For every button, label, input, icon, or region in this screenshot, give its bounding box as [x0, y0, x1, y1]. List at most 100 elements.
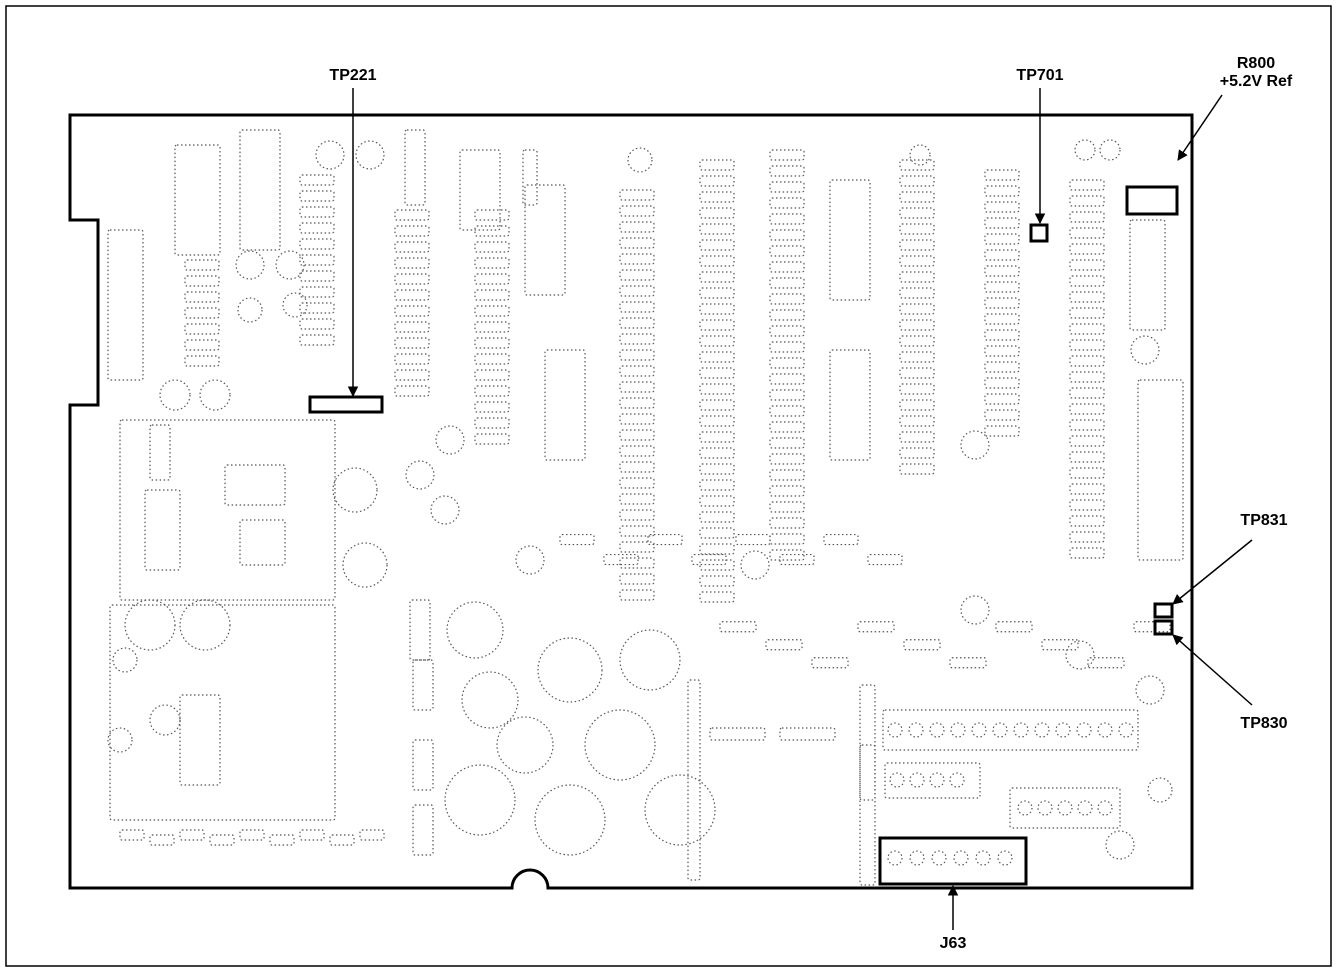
resistor-footprint: [119, 829, 145, 841]
resistor-footprint: [619, 493, 655, 505]
resistor-footprint: [394, 289, 430, 301]
resistor-footprint: [984, 169, 1020, 181]
resistor-footprint: [1069, 403, 1105, 415]
resistor-footprint: [699, 447, 735, 459]
resistor-footprint: [984, 217, 1020, 229]
pin-strip-footprint: [409, 599, 431, 661]
resistor-footprint: [769, 277, 805, 289]
resistor-footprint: [769, 469, 805, 481]
resistor-footprint: [1069, 419, 1105, 431]
resistor-footprint: [474, 273, 510, 285]
capacitor-footprint: [461, 671, 519, 729]
connector-pin: [971, 722, 987, 738]
resistor-footprint: [699, 319, 735, 331]
resistor-footprint: [984, 329, 1020, 341]
resistor-footprint: [769, 357, 805, 369]
resistor-footprint: [619, 589, 655, 601]
resistor-footprint: [769, 341, 805, 353]
resistor-footprint: [184, 259, 220, 271]
resistor-footprint: [603, 553, 639, 566]
resistor-footprint: [619, 445, 655, 457]
resistor-footprint: [699, 351, 735, 363]
resistor-footprint: [984, 265, 1020, 277]
capacitor-footprint: [149, 704, 181, 736]
resistor-footprint: [984, 425, 1020, 437]
resistor-footprint: [699, 559, 735, 571]
resistor-footprint: [769, 421, 805, 433]
resistor-footprint: [867, 553, 903, 566]
resistor-footprint: [619, 317, 655, 329]
resistor-footprint: [394, 369, 430, 381]
connector-footprint: [884, 762, 981, 799]
resistor-footprint: [184, 355, 220, 367]
capacitor-footprint: [644, 774, 716, 846]
connector-footprint: [882, 709, 1139, 751]
resistor-footprint: [394, 209, 430, 221]
capacitor-footprint: [179, 599, 231, 651]
ic-footprint: [829, 179, 871, 301]
tp830-box: [1153, 619, 1174, 636]
resistor-footprint: [1069, 371, 1105, 383]
resistor-footprint: [619, 397, 655, 409]
resistor-footprint: [699, 335, 735, 347]
resistor-footprint: [984, 345, 1020, 357]
connector-pin: [1055, 722, 1071, 738]
resistor-footprint: [1069, 435, 1105, 447]
resistor-footprint: [699, 479, 735, 491]
pin-strip-footprint: [859, 684, 876, 801]
resistor-footprint: [1069, 515, 1105, 527]
resistor-footprint: [394, 225, 430, 237]
resistor-footprint: [474, 241, 510, 253]
resistor-footprint: [299, 829, 325, 841]
resistor-footprint: [474, 433, 510, 445]
resistor-footprint: [899, 255, 935, 267]
resistor-footprint: [619, 333, 655, 345]
connector-pin: [953, 850, 969, 866]
pin-strip-footprint: [412, 659, 434, 711]
tp701-box: [1029, 223, 1049, 243]
resistor-footprint: [619, 557, 655, 569]
small-component-footprint: [430, 495, 460, 525]
capacitor-footprint: [342, 542, 388, 588]
small-component-footprint: [315, 140, 345, 170]
resistor-footprint: [394, 257, 430, 269]
small-component-footprint: [435, 425, 465, 455]
resistor-footprint: [899, 431, 935, 443]
resistor-footprint: [823, 533, 859, 546]
connector-pin: [1013, 722, 1029, 738]
capacitor-footprint: [124, 599, 176, 651]
resistor-footprint: [1069, 467, 1105, 479]
ic-footprint: [107, 229, 144, 381]
resistor-footprint: [184, 339, 220, 351]
small-component-footprint: [1099, 139, 1121, 161]
resistor-footprint: [699, 383, 735, 395]
resistor-footprint: [269, 834, 295, 846]
resistor-footprint: [699, 271, 735, 283]
resistor-footprint: [769, 261, 805, 273]
resistor-footprint: [559, 533, 595, 546]
connector-pin: [908, 722, 924, 738]
pin-strip-footprint: [412, 804, 434, 856]
resistor-footprint: [299, 302, 335, 314]
small-component-footprint: [159, 379, 191, 411]
ic-footprint: [459, 149, 501, 231]
connector-pin: [992, 722, 1008, 738]
pin-strip-footprint: [522, 149, 538, 206]
resistor-footprint: [619, 461, 655, 473]
resistor-footprint: [699, 223, 735, 235]
resistor-footprint: [811, 657, 849, 669]
resistor-footprint: [619, 205, 655, 217]
resistor-footprint: [984, 185, 1020, 197]
resistor-footprint: [899, 239, 935, 251]
resistor-footprint: [769, 149, 805, 161]
resistor-footprint: [619, 301, 655, 313]
ic-footprint: [1137, 379, 1184, 561]
resistor-footprint: [299, 222, 335, 234]
resistor-footprint: [299, 286, 335, 298]
board-outline: [68, 113, 1194, 890]
resistor-footprint: [474, 401, 510, 413]
resistor-footprint: [899, 319, 935, 331]
resistor-footprint: [899, 447, 935, 459]
small-component-footprint: [1074, 139, 1096, 161]
connector-pin: [950, 722, 966, 738]
